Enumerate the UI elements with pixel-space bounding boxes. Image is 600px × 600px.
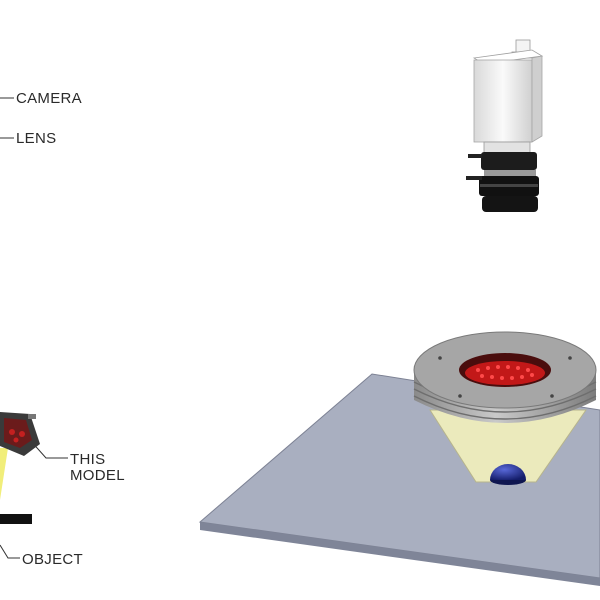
schematic-ring-light: [0, 412, 40, 500]
camera-label: CAMERA: [16, 90, 82, 107]
lens: [466, 152, 539, 212]
ring-light: [413, 331, 597, 423]
camera: [472, 39, 544, 155]
object-dome: [490, 464, 526, 480]
this-model-label: THIS MODEL: [70, 452, 125, 484]
this-model-label-line1: THIS: [70, 451, 106, 468]
schematic-leader-lines: [0, 97, 68, 559]
object-label: OBJECT: [22, 551, 83, 568]
schematic-object-bar: [0, 514, 32, 524]
lens-label: LENS: [16, 130, 57, 147]
this-model-label-line2: MODEL: [70, 467, 125, 484]
camera-body: [473, 59, 533, 143]
led-array: [465, 361, 545, 385]
base-platform-edge: [200, 522, 600, 586]
schematic-light-beam: [0, 448, 8, 500]
object-leader-line: [0, 544, 20, 559]
